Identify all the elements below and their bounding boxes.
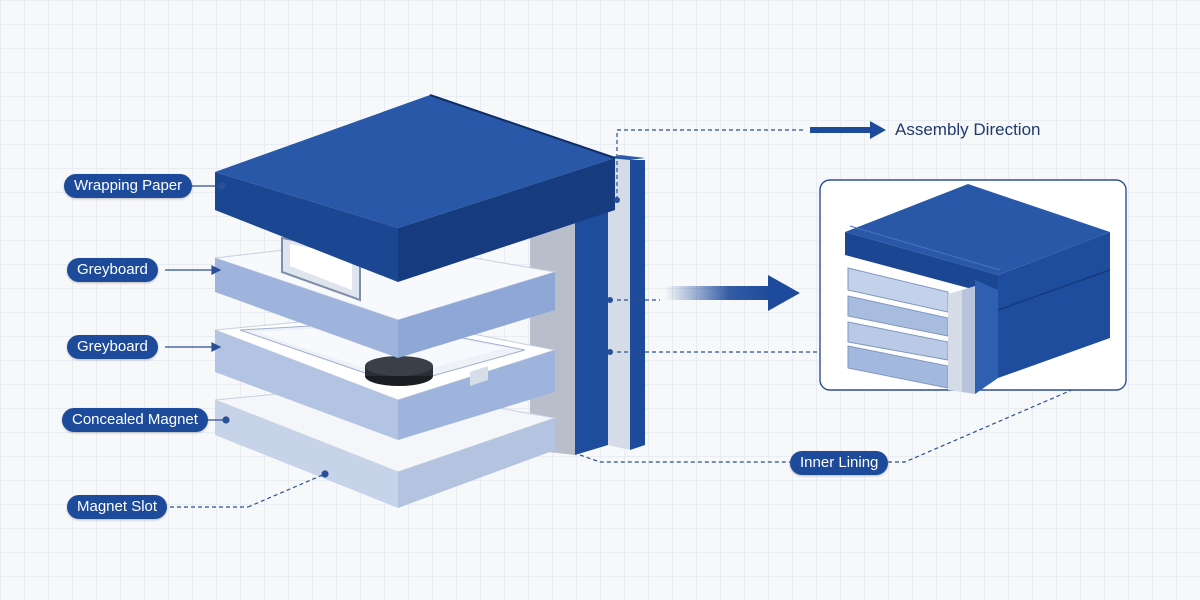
assembly-direction-caption: Assembly Direction <box>895 120 1041 139</box>
concealed-magnet-label: Concealed Magnet <box>62 408 208 432</box>
greyboard-bottom-label: Greyboard <box>67 335 158 359</box>
wrapping-paper-label: Wrapping Paper <box>64 174 193 198</box>
assembly-direction-arrow <box>810 121 886 139</box>
dashed-connectors <box>579 129 1096 463</box>
magnet-slot-label: Magnet Slot <box>67 495 168 519</box>
leader-lines <box>165 182 329 508</box>
assembled-box-inset <box>819 179 1127 394</box>
concealed-magnet-disc <box>365 356 433 386</box>
greyboard-top-layer <box>214 236 556 358</box>
transition-arrow <box>665 275 800 311</box>
inner-lining-label: Inner Lining <box>790 451 889 475</box>
wrapping-paper-lid <box>215 94 616 282</box>
greyboard-top-label: Greyboard <box>67 258 158 282</box>
